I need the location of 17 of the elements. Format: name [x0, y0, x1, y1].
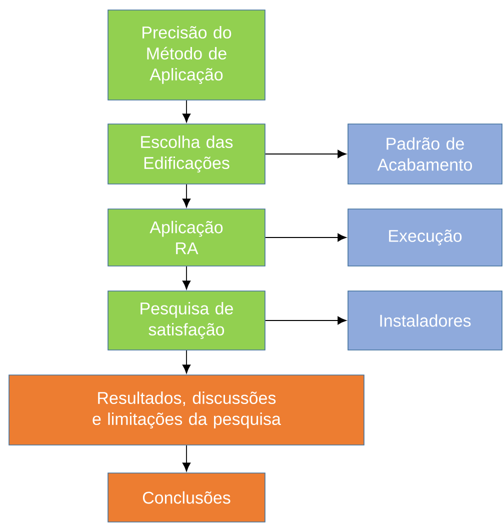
- arrow: [182, 266, 191, 290]
- process-box: Precisão do Método de Aplicação: [108, 10, 266, 100]
- aspect-box: Execução: [348, 208, 502, 266]
- arrow: [264, 150, 346, 158]
- process-box: Pesquisa de satisfação: [108, 290, 266, 350]
- arrow: [182, 444, 191, 472]
- arrow: [182, 100, 191, 122]
- process-box: Aplicação RA: [108, 208, 266, 266]
- arrow: [182, 350, 191, 374]
- result-box: Conclusões: [108, 472, 266, 522]
- process-box: Escolha das Edificações: [108, 124, 266, 184]
- arrow: [264, 316, 346, 325]
- aspect-box: Instaladores: [348, 290, 502, 350]
- arrow: [182, 184, 191, 208]
- aspect-box: Padrão de Acabamento: [348, 124, 502, 184]
- result-box: Resultados, discussões e limitações da pesquisa: [8, 374, 364, 446]
- arrow: [264, 233, 346, 242]
